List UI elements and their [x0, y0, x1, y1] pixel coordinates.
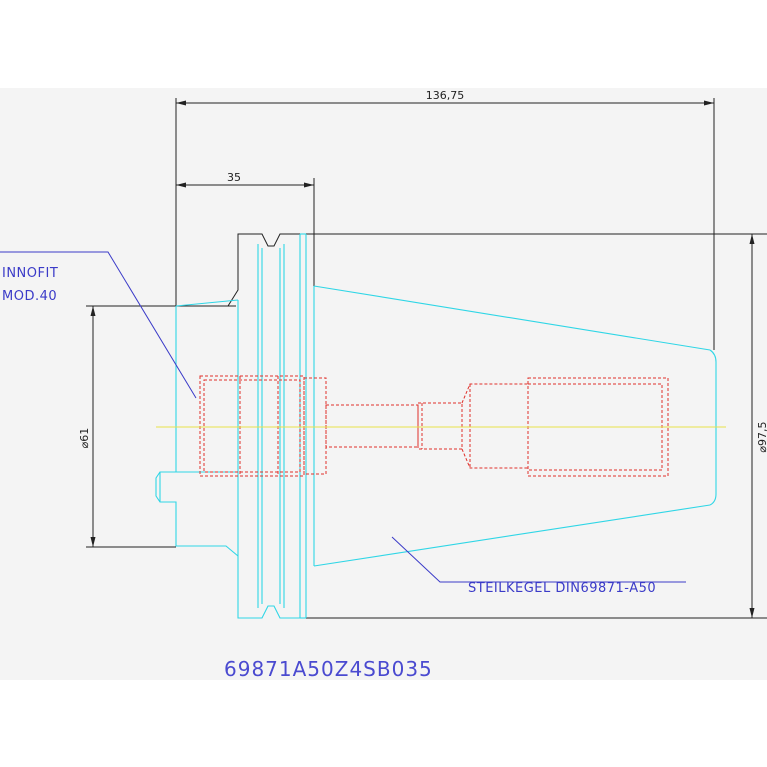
label-steilkegel: STEILKEGEL DIN69871-A50 — [468, 581, 656, 596]
dimension-flange-diameter-text: ⌀97,5 — [756, 421, 767, 452]
dimension-overall-length: 136,75 — [175, 89, 715, 350]
part-number: 69871A50Z4SB035 — [224, 657, 433, 681]
dimension-flange-offset: 35 — [176, 171, 315, 304]
dimension-overall-length-text: 136,75 — [426, 89, 465, 102]
leader-innofit: INNOFIT MOD.40 — [0, 251, 197, 399]
leader-steilkegel: STEILKEGEL DIN69871-A50 — [391, 536, 686, 596]
dimension-bore-diameter-text: ⌀61 — [78, 428, 91, 449]
dimension-flange-offset-text: 35 — [227, 171, 241, 184]
label-innofit-line1: INNOFIT — [2, 266, 58, 281]
label-innofit-line2: MOD.40 — [2, 289, 57, 304]
dimension-flange-diameter: ⌀97,5 — [306, 233, 767, 619]
